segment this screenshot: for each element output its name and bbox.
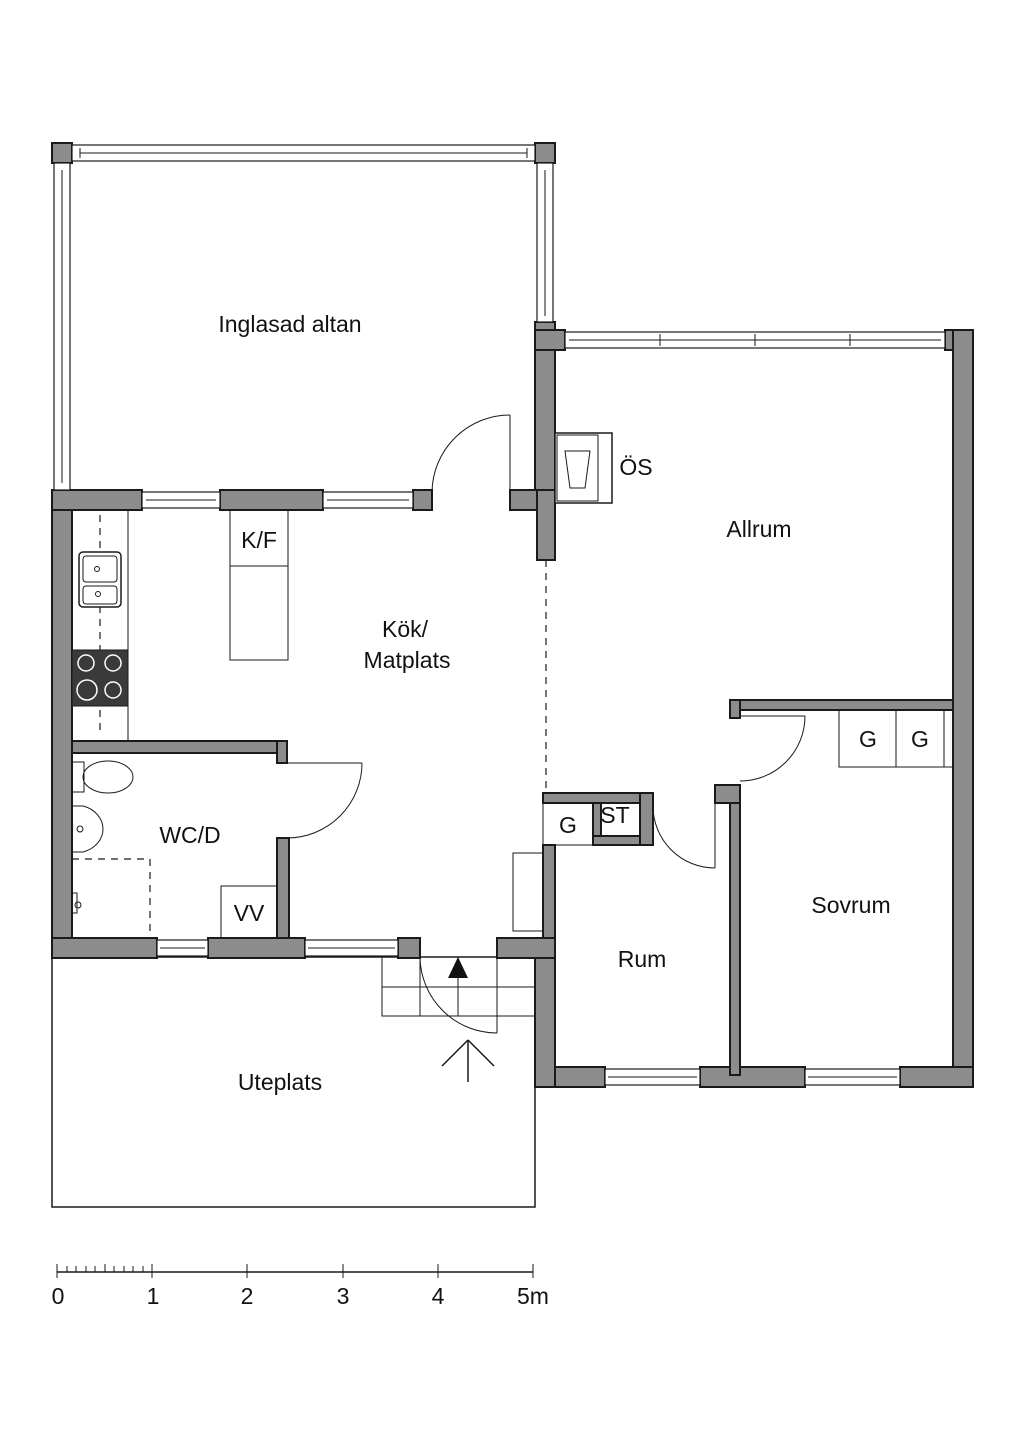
- kitchen-island: [229, 565, 289, 661]
- windows: [53, 144, 946, 1086]
- walls: [51, 142, 974, 1088]
- rum-wardrobe: [542, 802, 594, 846]
- room-label-rum: Rum: [618, 946, 667, 972]
- fixture-label-st: ST: [600, 802, 629, 828]
- scale-tick-5: 5m: [517, 1283, 549, 1309]
- kitchen-counter: [71, 510, 129, 741]
- scale-tick-4: 4: [432, 1283, 445, 1309]
- fixture-label-g2: G: [911, 726, 929, 752]
- rum-storage: [600, 802, 641, 837]
- fixture-label-kf: K/F: [241, 527, 277, 553]
- scale-tick-0: 0: [52, 1283, 65, 1309]
- room-label-allrum: Allrum: [726, 516, 791, 542]
- room-label-sovrum: Sovrum: [811, 892, 890, 918]
- room-label-altan: Inglasad altan: [218, 311, 361, 337]
- fixture-label-g3: G: [559, 812, 577, 838]
- scale-tick-2: 2: [241, 1283, 254, 1309]
- entrance-arrow-icon: [441, 957, 495, 1082]
- scale-bar: 0 1 2 3 4 5m: [52, 1264, 549, 1309]
- water-heater: [220, 885, 278, 939]
- fixture-label-g1: G: [859, 726, 877, 752]
- scale-tick-3: 3: [337, 1283, 350, 1309]
- room-label-wc: WC/D: [159, 822, 220, 848]
- room-label-kok: Kök/: [382, 616, 429, 642]
- room-label-matplats: Matplats: [364, 647, 451, 673]
- fireplace: [554, 432, 613, 504]
- fixture-label-vv: VV: [234, 900, 265, 926]
- fixture-label-os: ÖS: [619, 454, 652, 480]
- scale-tick-1: 1: [147, 1283, 160, 1309]
- hall-cabinet: [512, 852, 544, 932]
- room-label-uteplats: Uteplats: [238, 1069, 322, 1095]
- wc-fixtures: [71, 760, 151, 938]
- doors: [286, 414, 806, 1034]
